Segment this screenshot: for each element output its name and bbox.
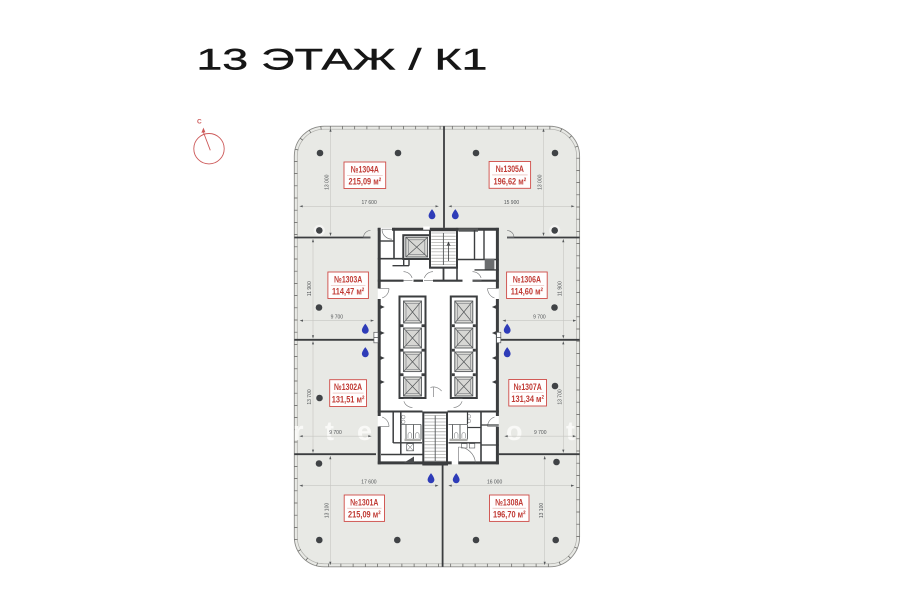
svg-text:131,51 м²: 131,51 м² bbox=[332, 394, 365, 405]
svg-text:17 600: 17 600 bbox=[361, 479, 377, 485]
svg-text:№1308А: №1308А bbox=[495, 496, 523, 507]
svg-text:r: r bbox=[293, 416, 304, 446]
svg-text:131,34 м²: 131,34 м² bbox=[511, 393, 544, 404]
svg-text:114,47 м²: 114,47 м² bbox=[332, 286, 364, 297]
svg-text:13 ЭТАЖ / К1: 13 ЭТАЖ / К1 bbox=[196, 44, 487, 77]
svg-text:215,09 м²: 215,09 м² bbox=[348, 509, 381, 520]
svg-text:196,62 м²: 196,62 м² bbox=[494, 175, 527, 186]
svg-text:o: o bbox=[506, 416, 523, 446]
svg-text:17 600: 17 600 bbox=[361, 200, 377, 206]
svg-text:15 900: 15 900 bbox=[504, 200, 520, 206]
svg-text:С: С bbox=[197, 119, 202, 126]
svg-text:№1303А: №1303А bbox=[334, 273, 362, 284]
svg-text:№1302А: №1302А bbox=[334, 381, 362, 392]
svg-text:9 700: 9 700 bbox=[331, 314, 344, 320]
svg-text:t: t bbox=[325, 416, 334, 446]
svg-text:9 700: 9 700 bbox=[534, 430, 547, 436]
svg-text:13 000: 13 000 bbox=[325, 174, 331, 190]
svg-text:13 100: 13 100 bbox=[539, 503, 545, 519]
svg-text:e: e bbox=[357, 416, 372, 446]
svg-text:196,70 м²: 196,70 м² bbox=[493, 509, 526, 520]
svg-text:11 900: 11 900 bbox=[307, 281, 313, 296]
svg-text:11 900: 11 900 bbox=[558, 281, 564, 296]
svg-text:13 100: 13 100 bbox=[325, 503, 331, 519]
svg-text:9 700: 9 700 bbox=[329, 430, 342, 436]
svg-text:13 700: 13 700 bbox=[558, 389, 564, 405]
svg-text:215,09 м²: 215,09 м² bbox=[349, 176, 382, 187]
svg-text:№1306А: №1306А bbox=[513, 273, 541, 284]
svg-text:№1301А: №1301А bbox=[350, 496, 378, 507]
svg-text:9 700: 9 700 bbox=[533, 314, 546, 320]
svg-text:№1307А: №1307А bbox=[514, 381, 542, 392]
svg-text:13 000: 13 000 bbox=[538, 174, 544, 190]
svg-text:№1304А: №1304А bbox=[351, 163, 379, 174]
svg-text:114,60 м²: 114,60 м² bbox=[511, 286, 543, 297]
svg-text:t: t bbox=[566, 416, 575, 446]
svg-text:16 000: 16 000 bbox=[487, 479, 503, 485]
svg-text:13 700: 13 700 bbox=[307, 389, 313, 405]
svg-text:№1305А: №1305А bbox=[496, 163, 524, 174]
